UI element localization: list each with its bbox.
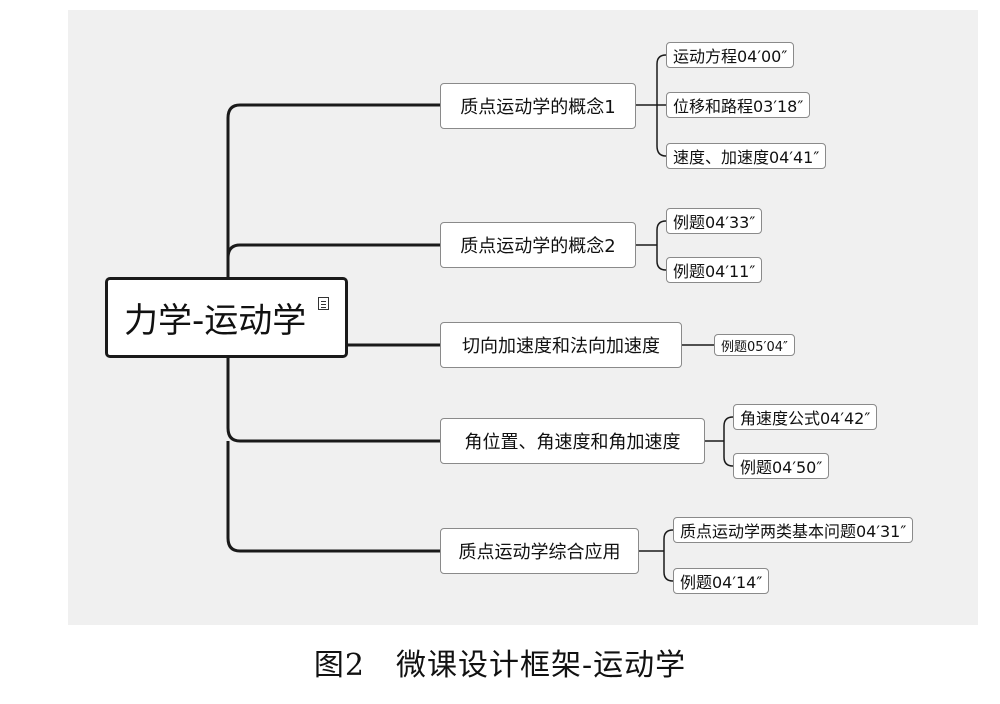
branch-node-2[interactable]: 质点运动学的概念2 [440,222,636,268]
leaf-node[interactable]: 例题04′14″ [673,568,770,594]
leaf-node[interactable]: 例题04′33″ [666,208,763,234]
leaf-label: 例题04′50″ [740,458,823,477]
leaf-node[interactable]: 速度、加速度04′41″ [666,143,827,169]
leaf-node[interactable]: 运动方程04′00″ [666,42,795,68]
leaf-label: 速度、加速度04′41″ [673,148,820,167]
leaf-node[interactable]: 例题04′50″ [733,453,830,479]
leaf-node[interactable]: 例题04′11″ [666,257,763,283]
branch-label: 切向加速度和法向加速度 [462,336,660,357]
branch-label: 质点运动学综合应用 [458,542,621,563]
root-label: 力学-运动学 [124,301,307,341]
leaf-label: 例题04′33″ [673,213,756,232]
connector-branch-5-leaves [639,529,674,582]
figure-caption: 图2 微课设计框架-运动学 [313,648,687,683]
branch-label: 质点运动学的概念1 [460,97,616,118]
leaf-node[interactable]: 例题05′04″ [714,334,795,356]
connector-branch-2-leaves [636,220,667,271]
connector-branch-1-leaves [636,54,667,157]
leaf-label: 质点运动学两类基本问题04′31″ [680,522,907,541]
leaf-label: 例题05′04″ [721,339,788,355]
branch-node-5[interactable]: 质点运动学综合应用 [440,528,639,574]
leaf-node[interactable]: 质点运动学两类基本问题04′31″ [673,517,914,543]
leaf-node[interactable]: 位移和路程03′18″ [666,92,811,118]
leaf-label: 例题04′14″ [680,573,763,592]
leaf-node[interactable]: 角速度公式04′42″ [733,404,878,430]
leaf-label: 例题04′11″ [673,262,756,281]
root-node[interactable]: 力学-运动学 [105,277,348,358]
note-icon [318,297,329,310]
branch-node-3[interactable]: 切向加速度和法向加速度 [440,322,682,368]
leaf-label: 位移和路程03′18″ [673,97,804,116]
connector-root-branches [226,103,440,553]
connector-branch-4-leaves [705,416,734,467]
branch-node-1[interactable]: 质点运动学的概念1 [440,83,636,129]
branch-label: 角位置、角速度和角加速度 [464,432,681,453]
branch-label: 质点运动学的概念2 [460,236,616,257]
branch-node-4[interactable]: 角位置、角速度和角加速度 [440,418,705,464]
leaf-label: 运动方程04′00″ [673,47,788,66]
leaf-label: 角速度公式04′42″ [740,409,871,428]
